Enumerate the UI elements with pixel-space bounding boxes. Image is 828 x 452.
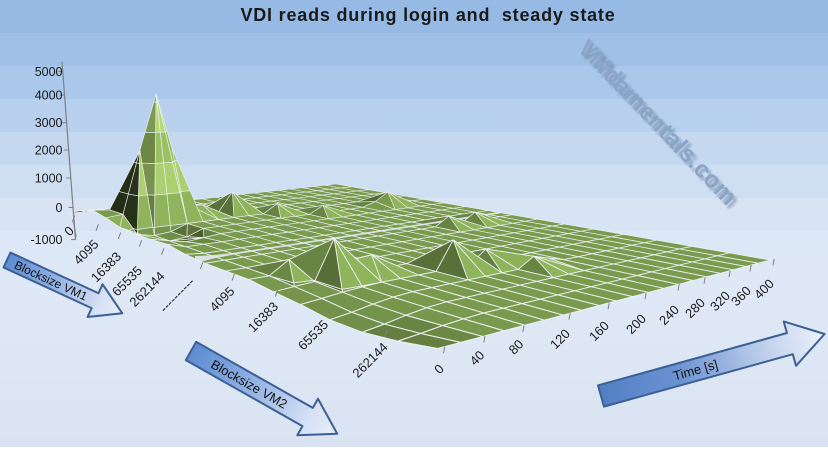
svg-text:5000: 5000 [35,65,63,79]
svg-text:0: 0 [56,201,63,215]
svg-text:VDI reads during login and st: VDI reads during login and steady state [240,5,615,25]
svg-text:4000: 4000 [35,89,63,103]
svg-text:1000: 1000 [35,172,63,186]
svg-text:-1000: -1000 [31,233,63,247]
svg-text:3000: 3000 [35,116,63,130]
svg-text:2000: 2000 [35,144,63,158]
